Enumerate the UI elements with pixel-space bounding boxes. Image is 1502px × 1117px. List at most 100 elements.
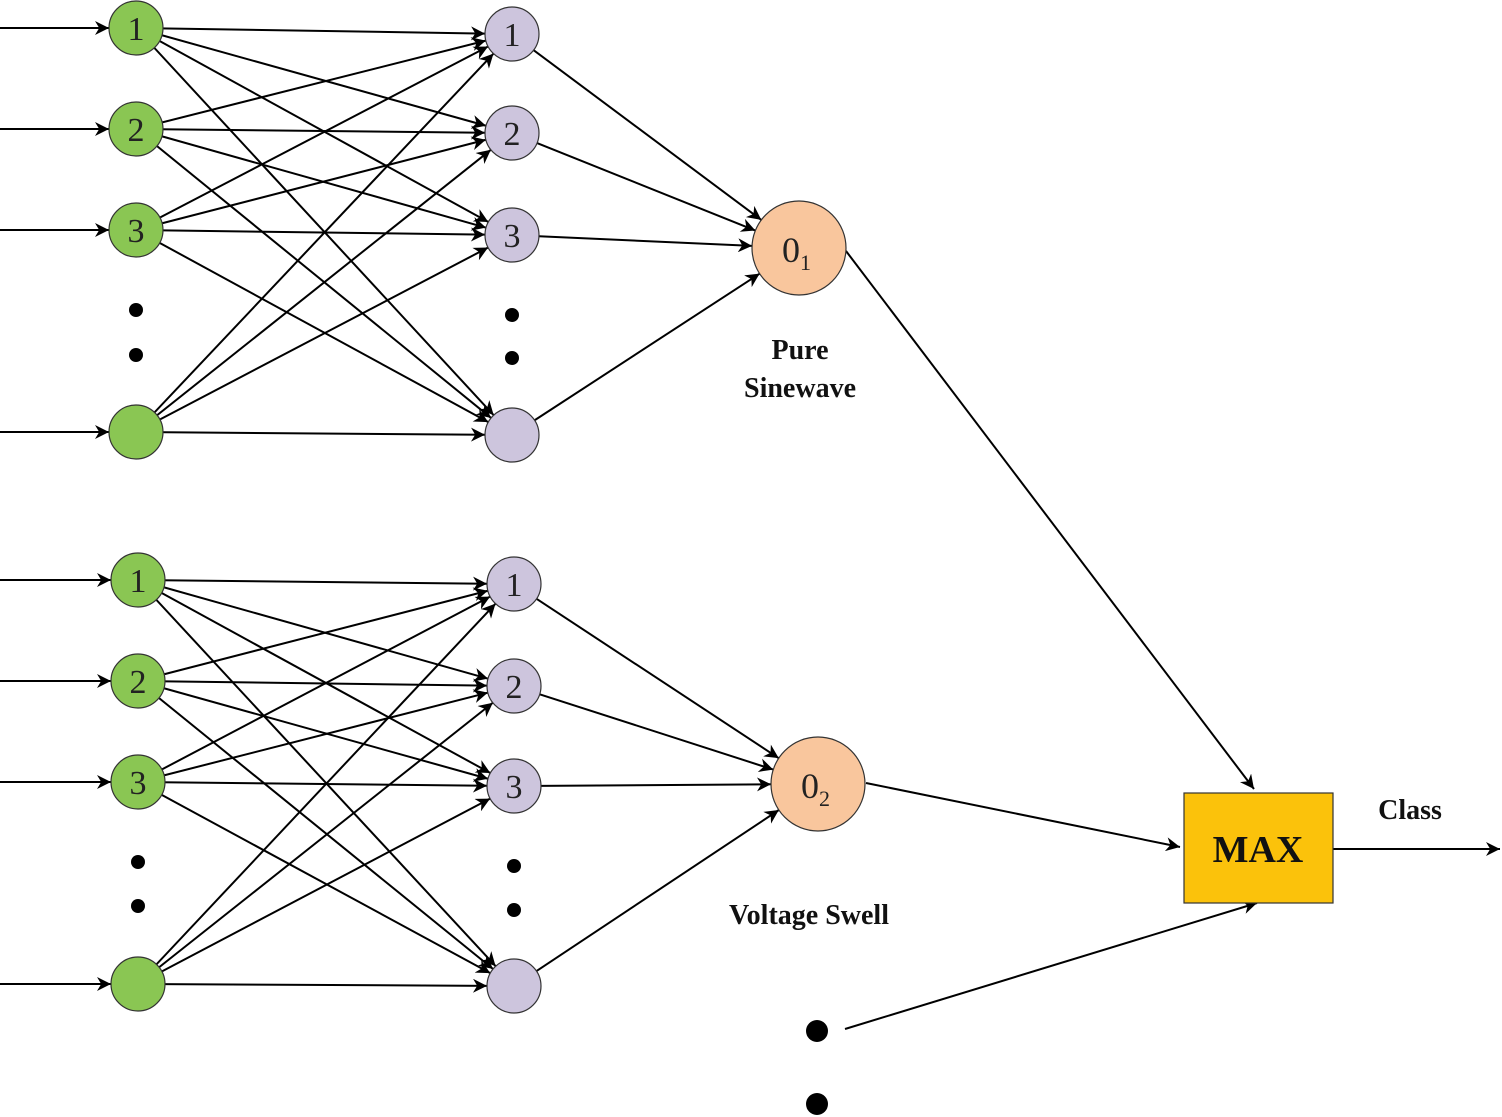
network-2: 1 2 3 1 2 3 bbox=[110, 552, 889, 1014]
input-hidden-edge bbox=[137, 579, 489, 682]
hidden-node-3: 3 bbox=[484, 207, 540, 263]
input-hidden-edge bbox=[135, 125, 486, 140]
input-node-n bbox=[108, 404, 164, 460]
input-hidden-edge bbox=[135, 246, 489, 433]
output-node-main: 0 bbox=[782, 230, 800, 270]
output-1-to-max-arrow bbox=[845, 250, 1255, 790]
hidden-node-circle bbox=[484, 105, 540, 161]
input-hidden-edge bbox=[135, 52, 495, 433]
input-hidden-edge bbox=[135, 26, 486, 41]
input-hidden-edge bbox=[135, 45, 489, 231]
hidden-node-circle bbox=[486, 658, 542, 714]
input-node-circle bbox=[108, 101, 164, 157]
input-node-circle bbox=[110, 552, 166, 608]
input-hidden-edge bbox=[135, 229, 489, 423]
ellipsis-dot bbox=[129, 348, 143, 362]
input-node-circle bbox=[110, 653, 166, 709]
hidden-node-label: 3 bbox=[506, 769, 523, 806]
hidden-node-circle bbox=[486, 958, 542, 1014]
hidden-output-edge bbox=[533, 49, 762, 221]
output-2-to-max-arrow bbox=[865, 782, 1181, 852]
output-node-1: 01 bbox=[751, 200, 847, 296]
input-hidden-edge bbox=[135, 27, 487, 129]
input-hidden-edge bbox=[135, 27, 489, 223]
ellipsis-dot bbox=[507, 859, 521, 873]
input-node-label: 3 bbox=[128, 213, 145, 250]
input-hidden-edge bbox=[137, 701, 494, 985]
hidden-node-1: 1 bbox=[484, 6, 540, 62]
input-node-3: 3 bbox=[108, 202, 164, 258]
hidden-node-circle bbox=[484, 207, 540, 263]
hidden-node-2: 2 bbox=[486, 658, 542, 714]
hidden-node-n bbox=[484, 407, 540, 463]
network-1: 1 2 3 1 2 3 bbox=[108, 0, 856, 463]
ellipsis-dot bbox=[806, 1093, 828, 1115]
input-hidden-edge bbox=[137, 680, 489, 782]
input-node-label: 1 bbox=[128, 11, 145, 48]
hidden-output-edge bbox=[536, 142, 756, 232]
input-node-label: 1 bbox=[130, 563, 147, 600]
input-node-3: 3 bbox=[110, 754, 166, 810]
ellipsis-dot bbox=[131, 899, 145, 913]
ellipsis-dot bbox=[505, 351, 519, 365]
input-hidden-edge bbox=[137, 579, 497, 967]
ellipsis-dot bbox=[806, 1020, 828, 1042]
input-node-1: 1 bbox=[108, 0, 164, 56]
input-hidden-edge bbox=[137, 797, 491, 985]
ellipsis-dot bbox=[129, 303, 143, 317]
hidden-node-label: 2 bbox=[506, 669, 523, 706]
hidden-node-label: 1 bbox=[504, 17, 521, 54]
network-2-caption: Voltage Swell bbox=[729, 900, 889, 931]
hidden-node-n bbox=[486, 958, 542, 1014]
input-hidden-edge bbox=[137, 579, 491, 774]
output-node-label: 01 bbox=[782, 230, 811, 275]
hidden-output-edge bbox=[540, 777, 772, 792]
hidden-output-edge bbox=[536, 598, 780, 760]
hidden-output-edge bbox=[538, 235, 753, 253]
input-node-label: 2 bbox=[130, 664, 147, 701]
input-hidden-edge bbox=[137, 602, 497, 985]
input-node-2: 2 bbox=[110, 653, 166, 709]
hidden-output-edge bbox=[535, 809, 780, 972]
hidden-node-label: 2 bbox=[504, 116, 521, 153]
input-node-label: 2 bbox=[128, 112, 145, 149]
input-node-1: 1 bbox=[110, 552, 166, 608]
ellipsis-dot bbox=[131, 855, 145, 869]
output-node-subscript: 2 bbox=[819, 786, 830, 811]
hidden-node-label: 1 bbox=[506, 567, 523, 604]
hidden-node-3: 3 bbox=[486, 758, 542, 814]
hidden-node-circle bbox=[484, 407, 540, 463]
hidden-node-label: 3 bbox=[504, 218, 521, 255]
input-node-n bbox=[110, 956, 166, 1012]
more-outputs-to-max-arrow bbox=[844, 900, 1258, 1030]
ellipsis-dot bbox=[507, 903, 521, 917]
max-box-label: MAX bbox=[1213, 829, 1304, 871]
network-1-caption-line-2: Sinewave bbox=[744, 373, 856, 404]
output-node-2: 02 bbox=[770, 736, 866, 832]
max-box: MAX bbox=[1183, 792, 1334, 904]
hidden-node-circle bbox=[486, 758, 542, 814]
output-node-subscript: 1 bbox=[800, 250, 811, 275]
hidden-node-1: 1 bbox=[486, 556, 542, 612]
hidden-node-circle bbox=[486, 556, 542, 612]
input-node-circle bbox=[108, 404, 164, 460]
hidden-output-edge bbox=[539, 693, 774, 772]
class-output-label: Class bbox=[1378, 795, 1442, 826]
input-hidden-edge bbox=[137, 680, 494, 970]
input-hidden-edge bbox=[137, 781, 491, 975]
hidden-node-2: 2 bbox=[484, 105, 540, 161]
input-hidden-edge bbox=[137, 678, 488, 693]
max-box-rect bbox=[1183, 792, 1334, 904]
input-hidden-edge bbox=[137, 576, 488, 591]
ellipsis-dot bbox=[505, 308, 519, 322]
input-hidden-edge bbox=[135, 27, 495, 416]
output-node-main: 0 bbox=[801, 766, 819, 806]
input-hidden-edge bbox=[137, 978, 488, 993]
input-hidden-edge bbox=[137, 689, 489, 783]
input-node-circle bbox=[108, 202, 164, 258]
network-1-caption-line-1: Pure bbox=[771, 335, 828, 366]
input-hidden-edge bbox=[135, 427, 486, 442]
input-node-circle bbox=[110, 956, 166, 1012]
input-hidden-edge bbox=[135, 128, 487, 231]
